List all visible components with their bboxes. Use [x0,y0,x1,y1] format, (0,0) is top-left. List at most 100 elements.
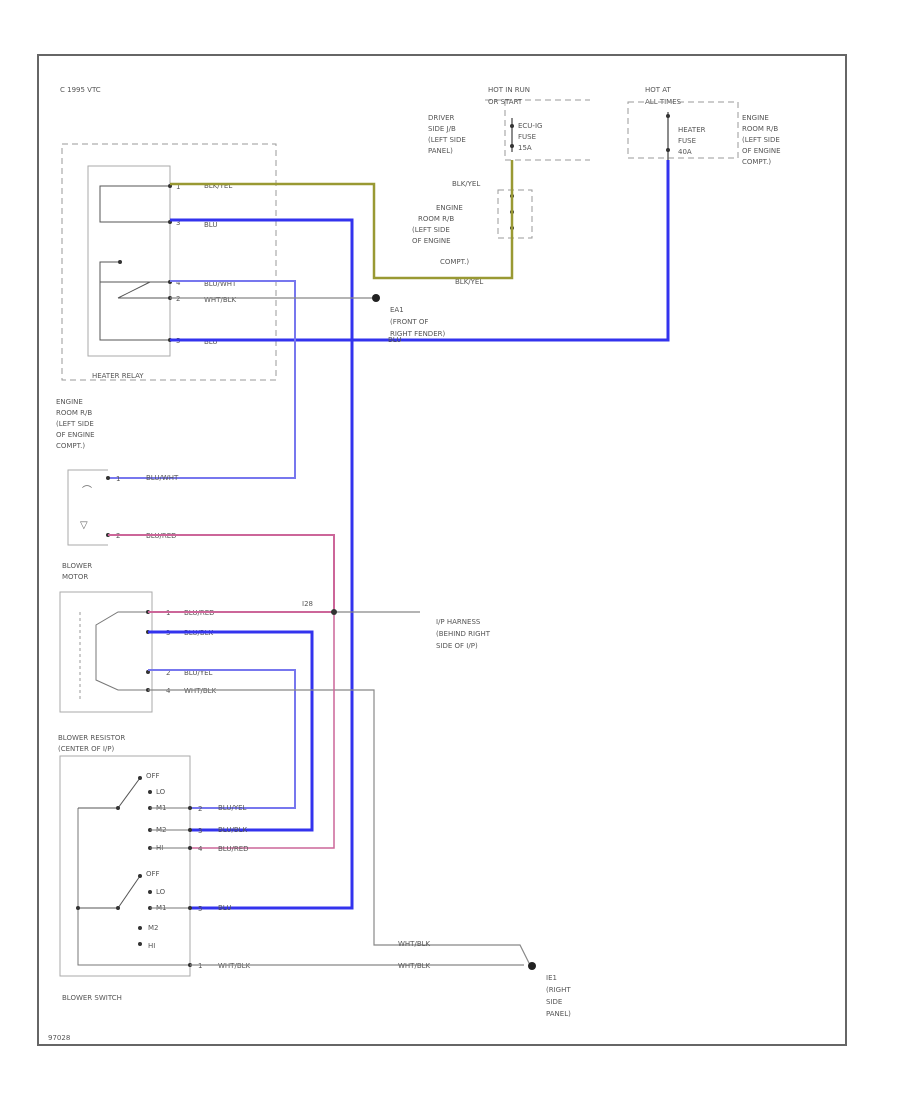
svg-text:ENGINE: ENGINE [742,114,769,122]
svg-text:FUSE: FUSE [518,133,536,141]
wire-wht-blk-resistor [148,689,531,966]
svg-text:PANEL): PANEL) [546,1010,571,1018]
svg-text:COMPT.): COMPT.) [440,258,469,266]
svg-text:M2: M2 [148,924,159,932]
svg-text:HI: HI [148,942,155,950]
switch-pin-2: 2 BLU/YEL [188,804,247,813]
blower-motor-name-2: MOTOR [62,573,88,581]
svg-text:3: 3 [198,827,202,835]
svg-text:BLU/WHT: BLU/WHT [146,474,179,482]
motor-pin-1: 1 BLU/WHT [106,474,179,483]
resistor-pin-4: 4 WHT/BLK [146,687,217,695]
ground-ie1-symbol [528,962,536,970]
ground-ie1-location: (RIGHT SIDE PANEL) [546,986,571,1018]
diagram-border [37,54,847,1046]
engine-rb-location: ENGINE ROOM R/B (LEFT SIDE OF ENGINE COM… [412,204,469,266]
svg-text:OFF: OFF [146,772,160,780]
svg-text:BLK/YEL: BLK/YEL [204,182,232,190]
relay-coil [99,185,170,223]
heater-relay-box [61,143,277,381]
svg-text:DRIVER: DRIVER [428,114,455,122]
svg-text:ROOM R/B: ROOM R/B [742,125,778,133]
svg-text:BLU: BLU [204,338,217,346]
svg-text:2: 2 [176,295,180,303]
wire-blu-red-switch [190,612,335,849]
relay-contact [117,281,151,299]
svg-text:5: 5 [198,905,202,913]
svg-text:4: 4 [198,845,203,853]
wire-blu-batt [170,160,670,342]
blower-switch-label: BLOWER SWITCH [62,994,122,1002]
svg-text:(LEFT SIDE: (LEFT SIDE [428,136,466,144]
motor-ground-icon: ▽ [80,520,88,531]
blower-resistor-box [59,591,153,713]
ground-ie1-wire-top: WHT/BLK [398,940,431,948]
svg-text:(CENTER OF I/P): (CENTER OF I/P) [58,745,114,753]
svg-text:BLU: BLU [204,221,217,229]
ground-ea1-id: EA1 [390,306,404,314]
svg-text:COMPT.): COMPT.) [742,158,771,166]
svg-text:1: 1 [198,962,202,970]
svg-text:BLU: BLU [218,904,231,912]
engine-rb-box [497,189,533,239]
svg-text:40A: 40A [678,148,692,156]
svg-text:2: 2 [166,669,170,677]
svg-text:SIDE: SIDE [546,998,562,1006]
heater-fuse-label: HEATER FUSE 40A [678,126,706,156]
svg-text:SIDE OF I/P): SIDE OF I/P) [436,642,478,650]
splice-location: I/P HARNESS (BEHIND RIGHT SIDE OF I/P) [436,618,491,650]
svg-text:(BEHIND RIGHT: (BEHIND RIGHT [436,630,491,638]
blower-motor-location: ENGINE ROOM R/B (LEFT SIDE OF ENGINE COM… [56,398,95,450]
switch-pin-5: 5 BLU [188,904,231,913]
copyright-label: C 1995 VTC [60,86,101,94]
svg-text:2: 2 [198,805,202,813]
svg-text:SIDE J/B: SIDE J/B [428,125,456,133]
switch-pin-3: 3 BLU/BLK [188,826,248,835]
svg-text:ENGINE: ENGINE [56,398,83,406]
ground-ea1-symbol [372,294,380,302]
ground-ea1-loc-2: RIGHT FENDER) [390,330,445,338]
svg-text:ROOM R/B: ROOM R/B [418,215,454,223]
svg-text:I/P HARNESS: I/P HARNESS [436,618,481,626]
resistor-element [95,611,148,691]
svg-text:1: 1 [176,183,180,191]
blower-switch-box [59,755,191,977]
svg-text:15A: 15A [518,144,532,152]
svg-text:OFF: OFF [146,870,160,878]
svg-text:(LEFT SIDE: (LEFT SIDE [56,420,94,428]
blower-motor-name-1: BLOWER [62,562,92,570]
wire-batt-label: BLU [388,336,401,344]
svg-text:BLU/YEL: BLU/YEL [184,669,213,677]
relay-pin-2: 2 WHT/BLK [168,295,237,304]
svg-text:OF ENGINE: OF ENGINE [412,237,451,245]
blower-motor-body [67,469,108,546]
svg-text:OF ENGINE: OF ENGINE [742,147,781,155]
ground-ea1-loc-1: (FRONT OF [390,318,428,326]
heater-fuse-location: ENGINE ROOM R/B (LEFT SIDE OF ENGINE COM… [742,114,781,166]
svg-text:4: 4 [166,687,171,695]
switch-pin-4: 4 BLU/RED [188,845,249,853]
wire-blu-red-motor [108,534,335,612]
hot-at-box [627,101,739,159]
svg-text:FUSE: FUSE [678,137,696,145]
svg-text:(LEFT SIDE: (LEFT SIDE [742,136,780,144]
wire-blu-blk [148,630,314,832]
svg-text:BLU/RED: BLU/RED [218,845,249,853]
svg-text:3: 3 [176,219,180,227]
motor-symbol: ⌒ [82,485,92,497]
svg-text:LO: LO [156,888,166,896]
heater-relay-label: HEATER RELAY [92,372,144,380]
splice-point [331,609,337,615]
svg-text:(LEFT SIDE: (LEFT SIDE [412,226,450,234]
ground-ie1-id: IE1 [546,974,557,982]
hot-at-label-1: HOT AT [645,86,672,94]
svg-text:1: 1 [116,475,120,483]
figure-id: 97028 [48,1034,70,1042]
svg-text:WHT/BLK: WHT/BLK [218,962,251,970]
svg-text:(RIGHT: (RIGHT [546,986,571,994]
ground-ie1-wire-bottom: WHT/BLK [398,962,431,970]
wire-blu-wht [108,280,296,479]
engine-rb-wire-top: BLK/YEL [452,180,480,188]
switch-lower-deck: OFF LO M1 M2 HI [76,870,190,966]
svg-text:ECU-IG: ECU-IG [518,122,542,130]
